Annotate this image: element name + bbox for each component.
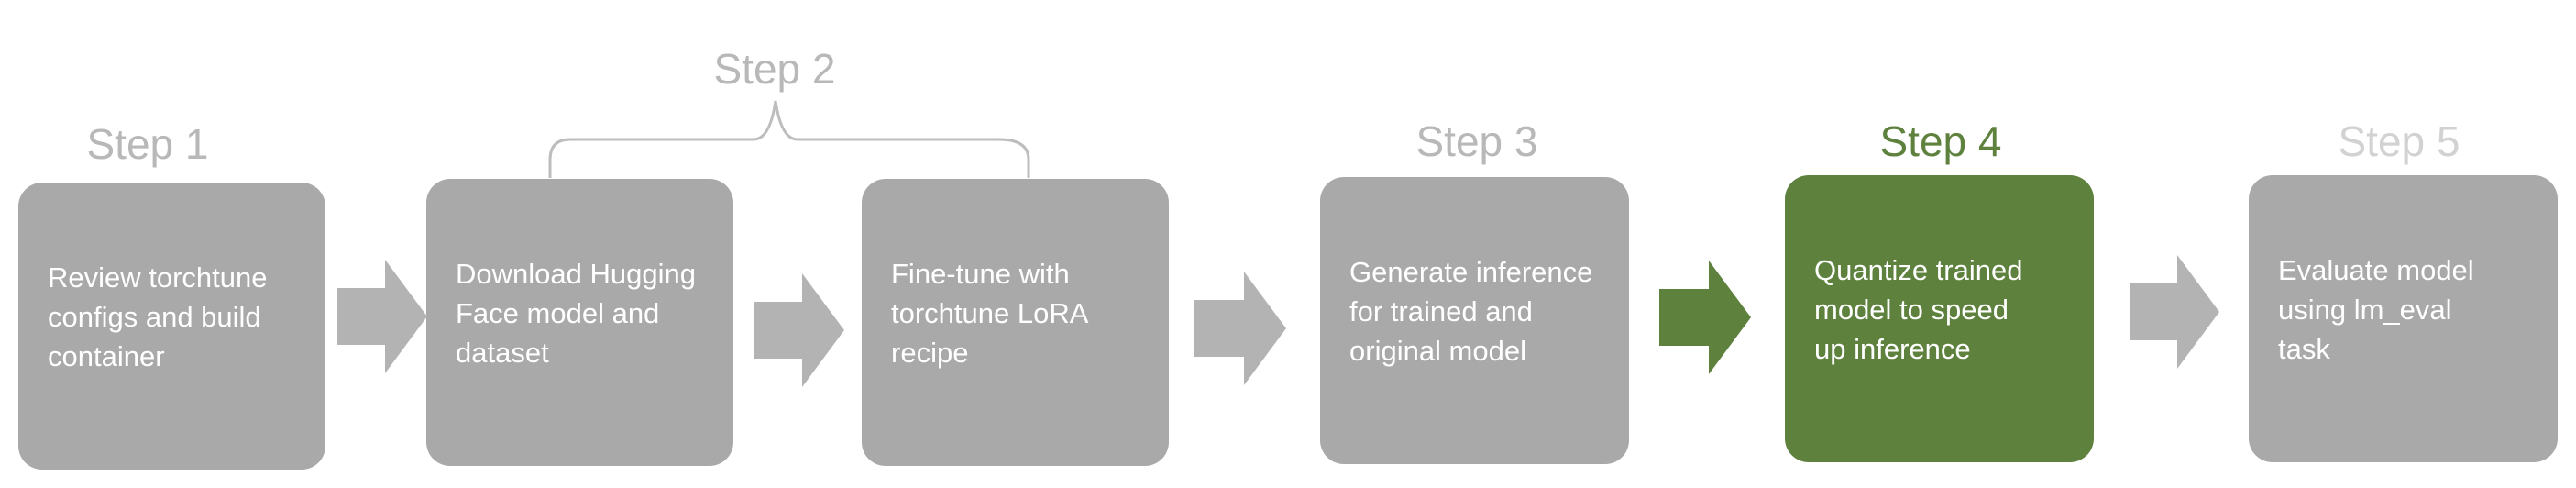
arrow-right-icon-active bbox=[1659, 261, 1751, 374]
box-line: Generate inference bbox=[1349, 256, 1593, 288]
arrow-right-icon bbox=[2130, 255, 2219, 369]
arrow-right-icon bbox=[1194, 272, 1286, 385]
box-line: up inference bbox=[1814, 333, 1971, 365]
box-line: Review torchtune bbox=[48, 261, 268, 294]
step-5-label: Step 5 bbox=[2338, 117, 2460, 165]
generate-inference-box: Generate inference for trained and origi… bbox=[1320, 177, 1629, 464]
quantize-model-box: Quantize trained model to speed up infer… bbox=[1785, 175, 2094, 462]
box-line: for trained and bbox=[1349, 295, 1533, 327]
box-line: using lm_eval bbox=[2278, 294, 2452, 326]
step-4-label: Step 4 bbox=[1879, 117, 2002, 165]
box-line: Face model and bbox=[456, 297, 660, 329]
download-model-box: Download Hugging Face model and dataset bbox=[426, 179, 733, 466]
review-configs-box: Review torchtune configs and build conta… bbox=[18, 183, 325, 470]
box-line: model to speed bbox=[1814, 294, 2009, 326]
evaluate-model-box: Evaluate model using lm_eval task bbox=[2249, 175, 2558, 462]
box-line: configs and build bbox=[48, 301, 261, 333]
step-3-label: Step 3 bbox=[1415, 117, 1538, 165]
box-line: container bbox=[48, 340, 165, 372]
box-line: recipe bbox=[891, 337, 969, 369]
box-line: task bbox=[2278, 333, 2330, 365]
box-line: original model bbox=[1349, 335, 1526, 367]
arrow-right-icon bbox=[337, 260, 427, 373]
box-line: Download Hugging bbox=[456, 258, 696, 290]
box-line: Quantize trained bbox=[1814, 254, 2023, 286]
box-line: Evaluate model bbox=[2278, 254, 2474, 286]
box-line: torchtune LoRA bbox=[891, 297, 1089, 329]
box-line: Fine-tune with bbox=[891, 258, 1070, 290]
box-line: dataset bbox=[456, 337, 549, 369]
step-2-label: Step 2 bbox=[713, 45, 836, 93]
fine-tune-box: Fine-tune with torchtune LoRA recipe bbox=[862, 179, 1169, 466]
step-2-brace bbox=[548, 100, 1030, 178]
arrow-right-icon bbox=[754, 273, 844, 387]
step-1-label: Step 1 bbox=[86, 120, 209, 168]
